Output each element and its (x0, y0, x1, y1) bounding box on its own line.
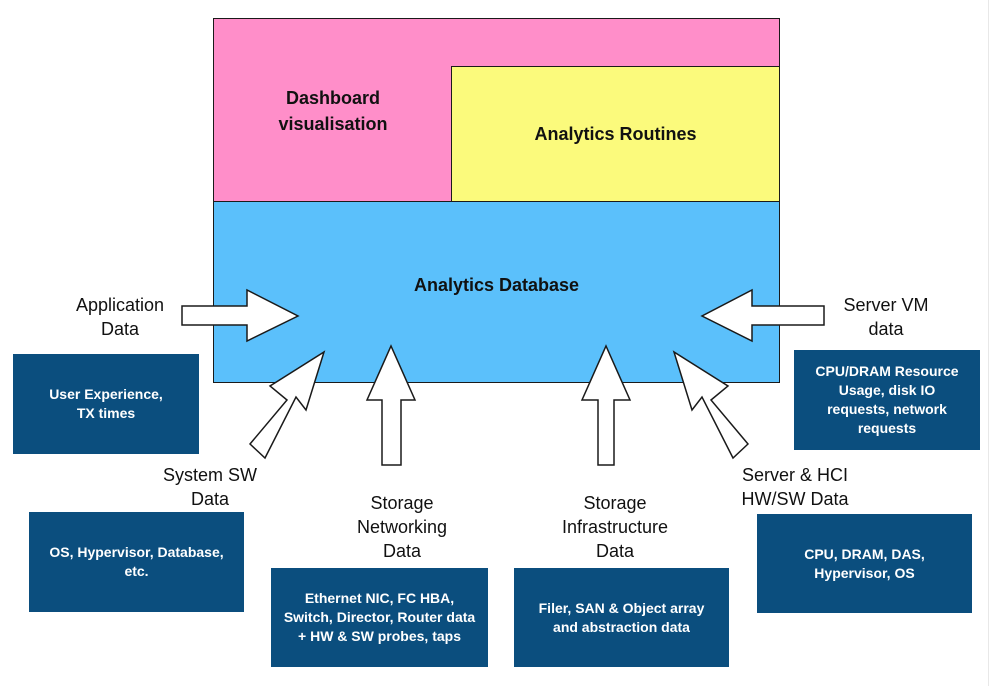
analytics-database-label: Analytics Database (413, 275, 580, 295)
storage-infrastructure-data-label: Storage Infrastructure Data (561, 493, 669, 561)
application-data-details: User Experience, TX times (13, 354, 199, 454)
analytics-routines-label: Analytics Routines (534, 124, 697, 144)
system-sw-data-label: System SW Data (162, 465, 257, 509)
arrow-storage-infrastructure-data (580, 344, 632, 466)
analytics-database-block: Analytics Database (213, 201, 780, 383)
dashboard-label: Dashboard visualisation (278, 88, 388, 134)
server-hci-data-label: Server & HCI HW/SW Data (741, 465, 849, 509)
storage-networking-data-details: Ethernet NIC, FC HBA, Switch, Director, … (271, 568, 488, 667)
server-hci-data-details: CPU, DRAM, DAS, Hypervisor, OS (757, 514, 972, 613)
storage-networking-data-label: Storage Networking Data (356, 493, 448, 561)
analytics-routines-block: Analytics Routines (451, 66, 780, 202)
arrow-server-vm-data (700, 288, 825, 343)
server-vm-data-label: Server VM data (843, 295, 929, 339)
page-edge-divider (988, 0, 989, 686)
arrow-system-sw-data (248, 350, 326, 460)
server-vm-data-details: CPU/DRAM Resource Usage, disk IO request… (794, 350, 980, 450)
system-sw-data-details: OS, Hypervisor, Database, etc. (29, 512, 244, 612)
arrow-server-hci-data (672, 350, 750, 460)
application-data-label: Application Data (75, 295, 165, 339)
arrow-storage-networking-data (365, 344, 417, 466)
storage-infrastructure-data-details: Filer, SAN & Object array and abstractio… (514, 568, 729, 667)
arrow-application-data (181, 288, 300, 343)
